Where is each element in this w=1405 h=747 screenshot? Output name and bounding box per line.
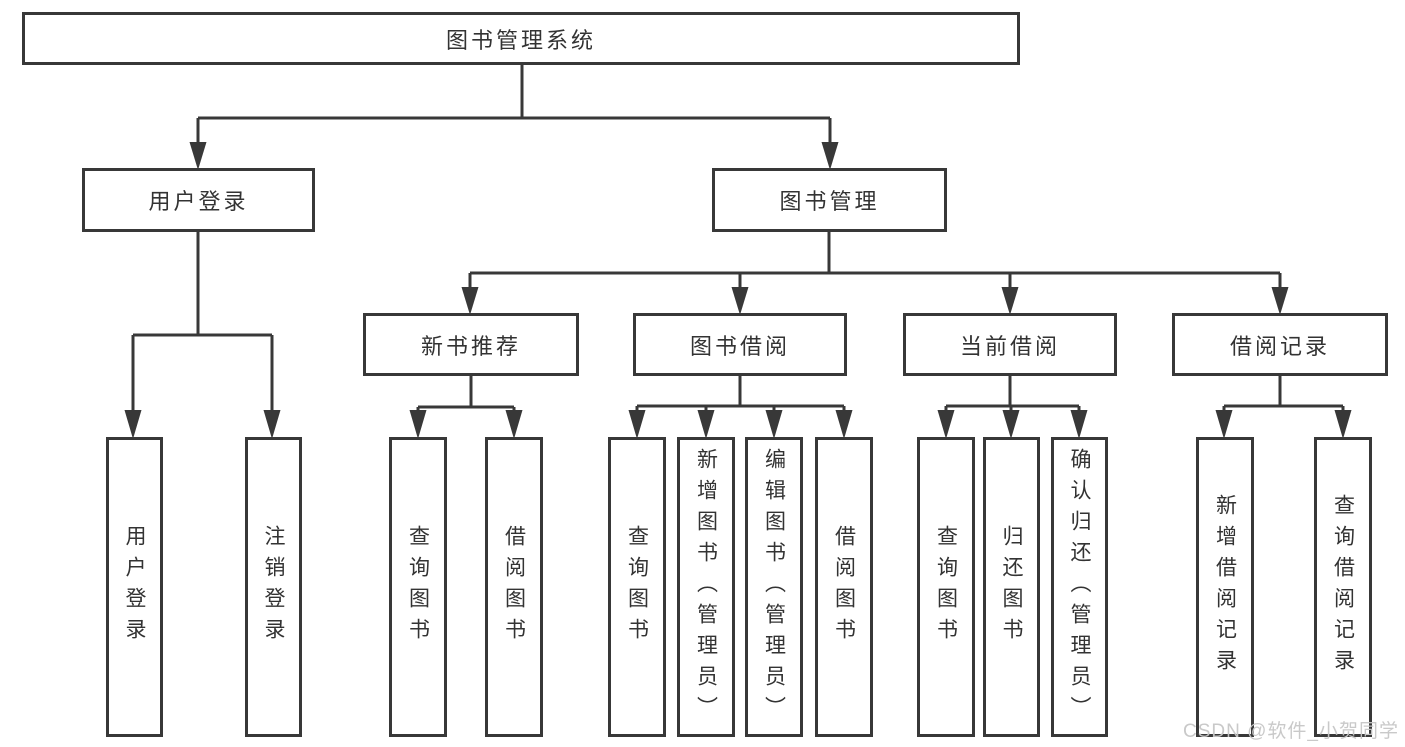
leaf-records-add: 新增借阅记录 [1196, 437, 1254, 737]
leaf-borrow-query-label: 查询图书 [625, 525, 649, 649]
leaf-borrow-borrow: 借阅图书 [815, 437, 873, 737]
node-borrow-records-label: 借阅记录 [1229, 333, 1330, 359]
node-book-borrow: 图书借阅 [633, 313, 847, 376]
leaf-borrow-borrow-label: 借阅图书 [832, 525, 856, 649]
leaf-newbooks-query-label: 查询图书 [406, 525, 430, 649]
leaf-records-query: 查询借阅记录 [1314, 437, 1372, 737]
leaf-borrow-edit: 编辑图书（管理员） [745, 437, 803, 737]
leaf-borrow-add-label: 新增图书（管理员） [694, 447, 718, 727]
leaf-user-login: 用户登录 [106, 437, 163, 737]
leaf-records-query-label: 查询借阅记录 [1331, 494, 1355, 680]
leaf-borrow-query: 查询图书 [608, 437, 666, 737]
node-book-borrow-label: 图书借阅 [689, 333, 790, 359]
leaf-current-return: 归还图书 [983, 437, 1040, 737]
leaf-newbooks-query: 查询图书 [389, 437, 447, 737]
node-borrow-records: 借阅记录 [1172, 313, 1388, 376]
leaf-borrow-edit-label: 编辑图书（管理员） [762, 447, 786, 727]
leaf-current-query-label: 查询图书 [934, 525, 958, 649]
leaf-current-query: 查询图书 [917, 437, 975, 737]
arrowheads [124, 142, 1352, 439]
leaf-current-confirm: 确认归还（管理员） [1051, 437, 1108, 737]
node-root-system-label: 图书管理系统 [445, 27, 596, 53]
node-new-books-label: 新书推荐 [420, 333, 521, 359]
leaf-current-confirm-label: 确认归还（管理员） [1068, 447, 1091, 727]
leaf-user-logout-label: 注销登录 [262, 525, 285, 649]
csdn-watermark: CSDN @软件_小贺同学 [1183, 721, 1399, 742]
node-current-borrow: 当前借阅 [903, 313, 1117, 376]
node-user-login: 用户登录 [82, 168, 315, 232]
leaf-user-login-label: 用户登录 [123, 525, 146, 649]
node-user-login-label: 用户登录 [148, 189, 249, 214]
node-book-manage: 图书管理 [712, 168, 947, 232]
node-new-books: 新书推荐 [363, 313, 579, 376]
node-root-system: 图书管理系统 [22, 12, 1020, 65]
leaf-borrow-add: 新增图书（管理员） [677, 437, 735, 737]
leaf-user-logout: 注销登录 [245, 437, 302, 737]
leaf-records-add-label: 新增借阅记录 [1213, 494, 1237, 680]
leaf-newbooks-borrow: 借阅图书 [485, 437, 543, 737]
leaf-newbooks-borrow-label: 借阅图书 [502, 525, 526, 649]
node-current-borrow-label: 当前借阅 [959, 333, 1060, 359]
leaf-current-return-label: 归还图书 [1000, 525, 1023, 649]
node-book-manage-label: 图书管理 [779, 189, 880, 214]
